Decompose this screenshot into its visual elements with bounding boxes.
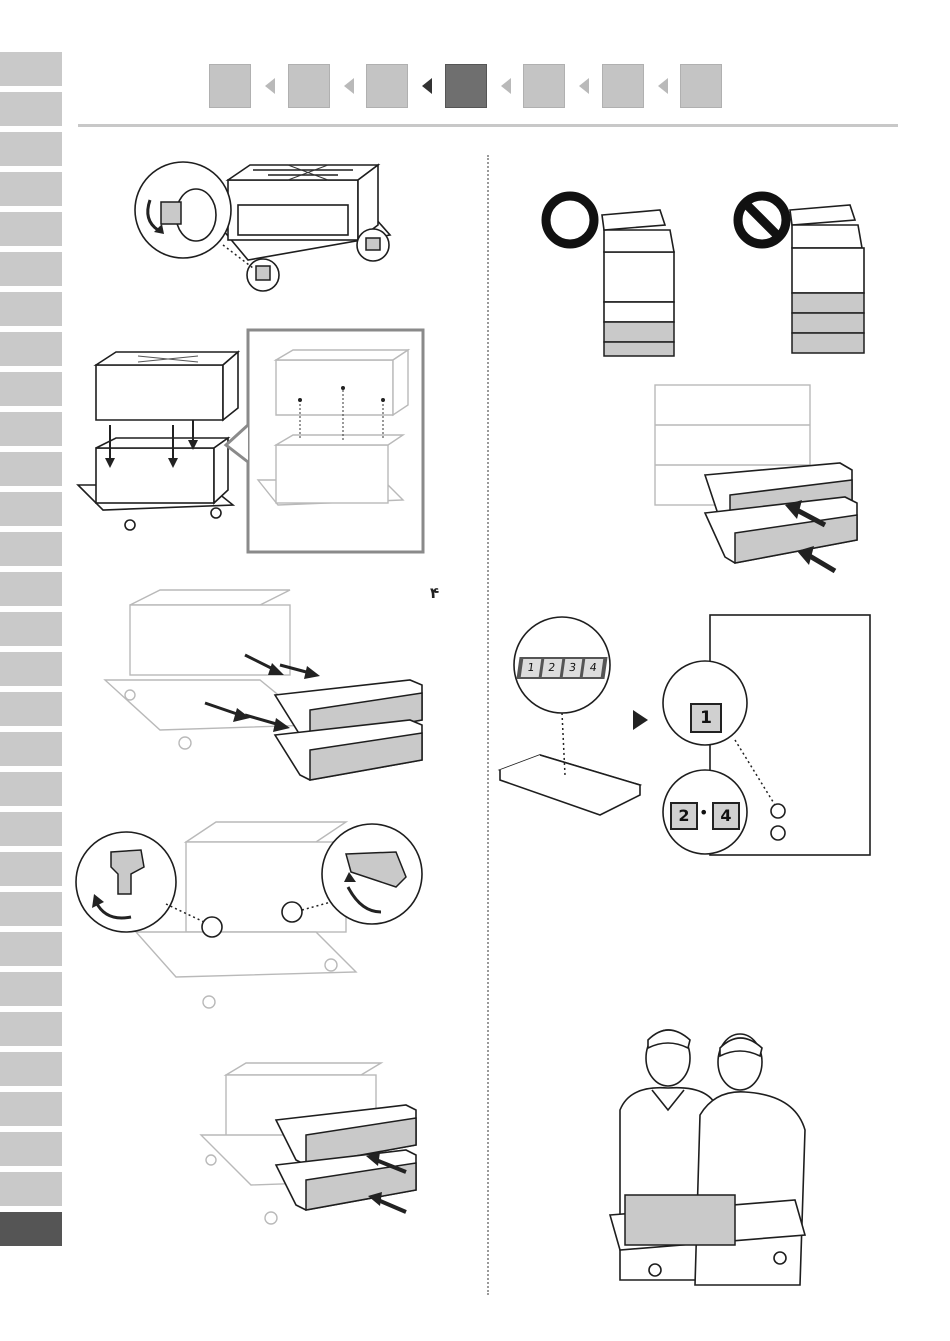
language-tab[interactable]	[0, 692, 62, 726]
language-tab[interactable]	[0, 492, 62, 526]
language-tab[interactable]	[0, 1012, 62, 1046]
language-tab[interactable]	[0, 212, 62, 246]
step-number-label: ۴	[430, 584, 439, 602]
cassette-insertion-illustration	[196, 1060, 426, 1230]
language-tab[interactable]	[0, 1212, 62, 1246]
callout-separator: •	[699, 803, 708, 822]
fixing-lever-illustration	[76, 822, 426, 1012]
language-tab[interactable]	[0, 1132, 62, 1166]
language-tab[interactable]	[0, 532, 62, 566]
language-tab[interactable]	[0, 132, 62, 166]
label-digit: 3	[562, 659, 582, 677]
language-tab[interactable]	[0, 252, 62, 286]
language-tab[interactable]	[0, 332, 62, 366]
cassette-removal-illustration	[100, 585, 430, 765]
callout-label-4: 4	[712, 802, 740, 830]
label-sticker-section: 1 2 3 4 1 2 • 4	[500, 615, 870, 860]
callout-label-2: 2	[670, 802, 698, 830]
step-arrow-icon	[579, 78, 589, 94]
two-person-carry-illustration	[600, 1020, 815, 1290]
step-indicator[interactable]	[602, 64, 644, 108]
label-digit: 2	[541, 659, 561, 677]
caster-lock-illustration	[128, 160, 398, 295]
step-indicator[interactable]	[523, 64, 565, 108]
language-tab[interactable]	[0, 932, 62, 966]
language-tab[interactable]	[0, 412, 62, 446]
step-arrow-icon	[658, 78, 668, 94]
language-tab[interactable]	[0, 772, 62, 806]
step-arrow-icon	[501, 78, 511, 94]
feeder-stacking-illustration	[78, 330, 428, 555]
language-tab[interactable]	[0, 572, 62, 606]
language-tab[interactable]	[0, 172, 62, 206]
step-indicator[interactable]	[366, 64, 408, 108]
language-tab[interactable]	[0, 372, 62, 406]
step-indicator[interactable]	[209, 64, 251, 108]
step-indicator[interactable]	[288, 64, 330, 108]
language-tab[interactable]	[0, 612, 62, 646]
label-digit: 4	[583, 659, 603, 677]
language-tab[interactable]	[0, 1052, 62, 1086]
header-rule	[78, 124, 898, 127]
correct-incorrect-configuration-illustration	[540, 190, 880, 360]
language-tab[interactable]	[0, 892, 62, 926]
cassette-insert-printer-illustration	[650, 385, 865, 580]
current-step-indicator[interactable]	[445, 64, 487, 108]
language-tab[interactable]	[0, 732, 62, 766]
language-tab[interactable]	[0, 1092, 62, 1126]
language-tab[interactable]	[0, 852, 62, 886]
language-tab[interactable]	[0, 972, 62, 1006]
step-arrow-icon	[422, 78, 432, 94]
callout-label-1: 1	[690, 703, 722, 733]
step-arrow-icon	[265, 78, 275, 94]
language-tab[interactable]	[0, 292, 62, 326]
language-tab[interactable]	[0, 652, 62, 686]
language-tab[interactable]	[0, 452, 62, 486]
step-indicator[interactable]	[680, 64, 722, 108]
step-navigation	[0, 0, 950, 120]
language-tab[interactable]	[0, 812, 62, 846]
column-divider	[487, 155, 489, 1295]
label-sheet: 1 2 3 4	[516, 657, 607, 679]
step-arrow-icon	[344, 78, 354, 94]
label-digit: 1	[521, 659, 541, 677]
language-tab[interactable]	[0, 1172, 62, 1206]
